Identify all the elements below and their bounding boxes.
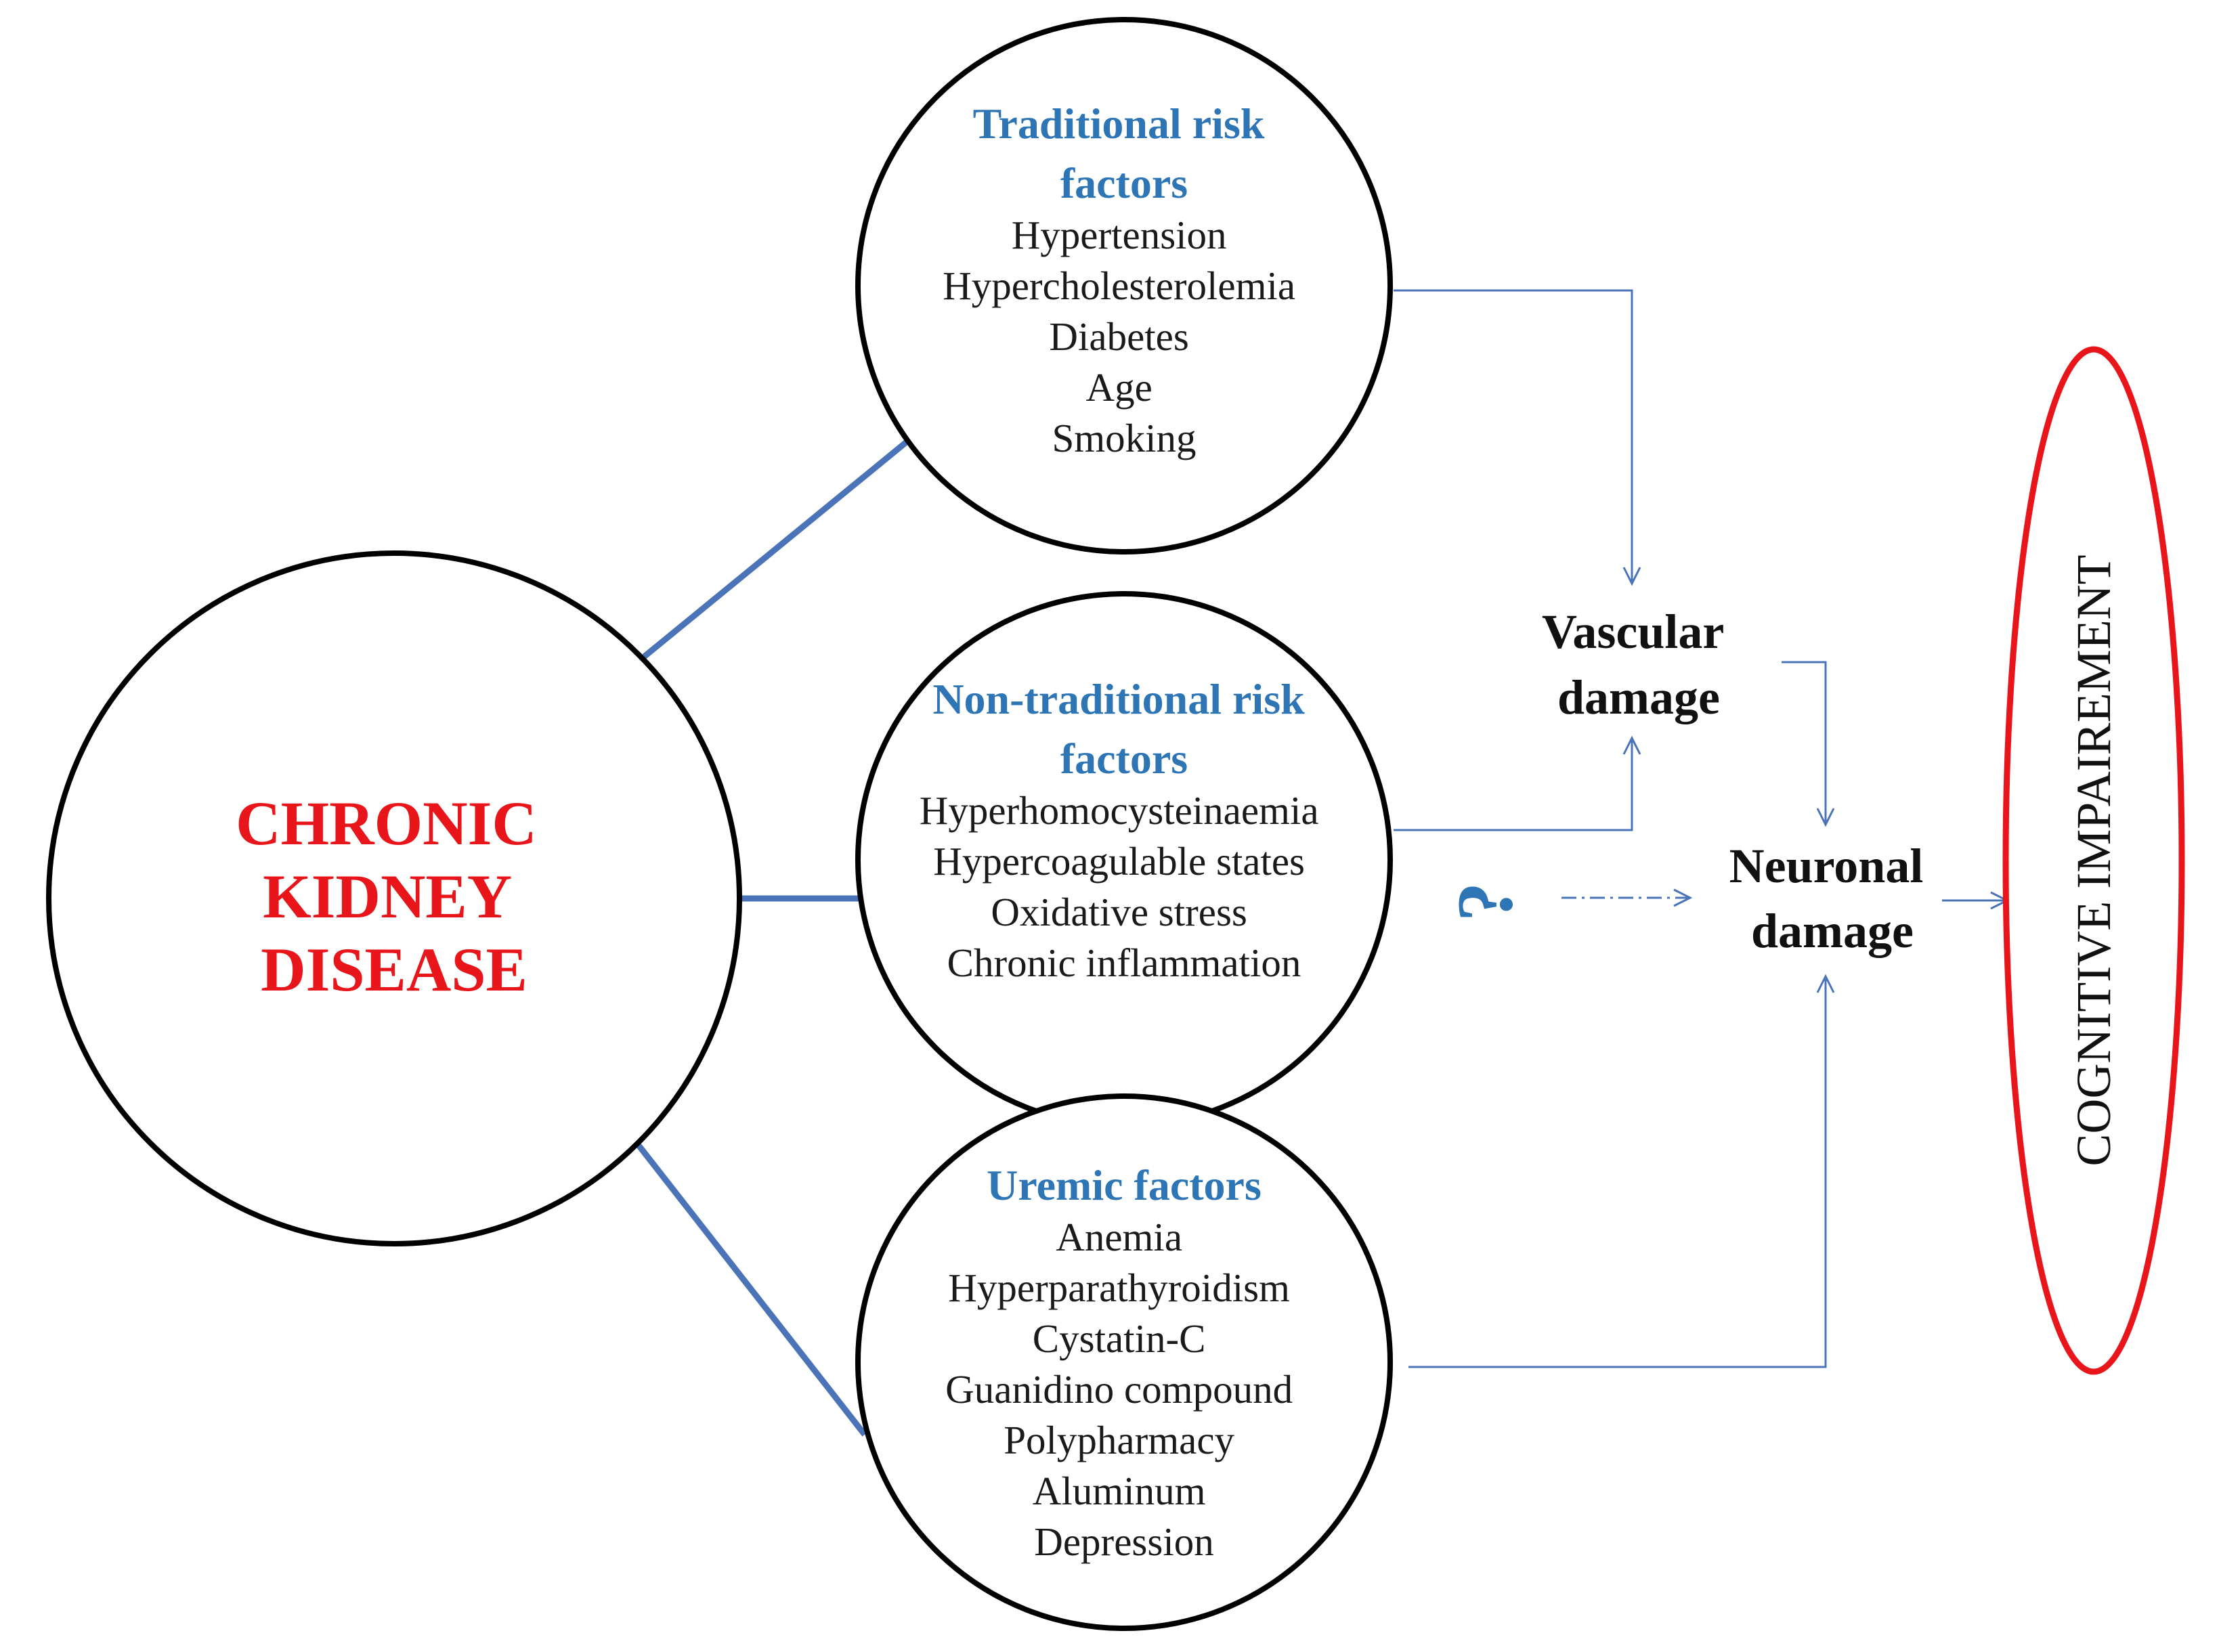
list-item: Depression (1034, 1519, 1213, 1564)
list-item: Hyperhomocysteinaemia (920, 788, 1319, 833)
list-item: Cystatin-C (1033, 1316, 1206, 1361)
neuronal-damage-line-1: Neuronal (1729, 839, 1924, 893)
ckd-circle (46, 550, 742, 1246)
arrow-non-traditional-to-vascular (1394, 735, 1641, 831)
arrow-vascular-to-neuronal (1782, 661, 1835, 827)
traditional-risk-title: Traditional risk factors (973, 100, 1276, 207)
uremic-factors-circle (855, 1093, 1393, 1631)
ckd-label: CHRONIC KIDNEY DISEASE (236, 789, 553, 1004)
uremic-factors-title: Uremic factors (987, 1161, 1262, 1209)
vascular-damage-line-1: Vascular (1542, 605, 1723, 659)
ckd-label-line-2: KIDNEY (263, 862, 511, 931)
list-item: Smoking (1052, 416, 1196, 460)
ckd-label-line-3: DISEASE (261, 935, 527, 1004)
list-item: Polypharmacy (1004, 1418, 1234, 1462)
ckd-node: CHRONIC KIDNEY DISEASE (46, 550, 742, 1246)
arrow-traditional-to-vascular (1394, 289, 1641, 586)
connector-ckd-traditional (630, 435, 914, 669)
traditional-risk-title-line-2: factors (1060, 159, 1188, 207)
traditional-risk-node: Traditional risk factors Hypertension Hy… (855, 17, 1393, 555)
unknown-mechanism-question-mark: ? (1441, 882, 1530, 922)
list-item: Anemia (1056, 1215, 1182, 1259)
cognitive-impairment-ellipse (2002, 346, 2185, 1375)
uremic-factors-title-line-1: Uremic factors (987, 1161, 1262, 1209)
non-traditional-risk-node: Non-traditional risk factors Hyperhomocy… (855, 591, 1393, 1129)
uremic-factors-list: Anemia Hyperparathyroidism Cystatin-C Gu… (945, 1215, 1303, 1564)
list-item: Diabetes (1049, 314, 1188, 359)
connector-ckd-uremic (630, 1135, 867, 1437)
neuronal-damage-label: Neuronal damage (1729, 839, 1936, 958)
arrow-uremic-to-neuronal (1408, 974, 1835, 1368)
traditional-risk-circle (855, 17, 1393, 555)
vascular-damage-label: Vascular damage (1542, 605, 1736, 724)
vascular-damage-line-2: damage (1557, 670, 1720, 724)
neuronal-damage-line-2: damage (1751, 904, 1914, 958)
uremic-factors-node: Uremic factors Anemia Hyperparathyroidis… (855, 1093, 1393, 1631)
list-item: Hypercoagulable states (933, 839, 1305, 884)
traditional-risk-list: Hypertension Hypercholesterolemia Diabet… (943, 213, 1306, 460)
list-item: Aluminum (1033, 1469, 1206, 1513)
non-traditional-risk-title-line-1: Non-traditional risk (932, 675, 1305, 723)
cognitive-impairment-label: COGNITIVE IMPAIREMENT (2067, 555, 2121, 1166)
list-item: Age (1085, 365, 1152, 410)
list-item: Hyperparathyroidism (948, 1265, 1290, 1310)
non-traditional-risk-list: Hyperhomocysteinaemia Hypercoagulable st… (920, 788, 1329, 985)
ckd-label-line-1: CHRONIC (236, 789, 537, 858)
list-item: Chronic inflammation (947, 940, 1301, 985)
non-traditional-risk-title-line-2: factors (1060, 735, 1188, 783)
non-traditional-risk-title: Non-traditional risk factors (932, 675, 1315, 783)
cognitive-impairment-node: COGNITIVE IMPAIREMENT (2002, 346, 2185, 1375)
list-item: Hypertension (1012, 213, 1227, 257)
list-item: Guanidino compound (945, 1367, 1293, 1412)
traditional-risk-title-line-1: Traditional risk (973, 100, 1265, 148)
list-item: Oxidative stress (991, 890, 1247, 934)
list-item: Hypercholesterolemia (943, 263, 1295, 308)
